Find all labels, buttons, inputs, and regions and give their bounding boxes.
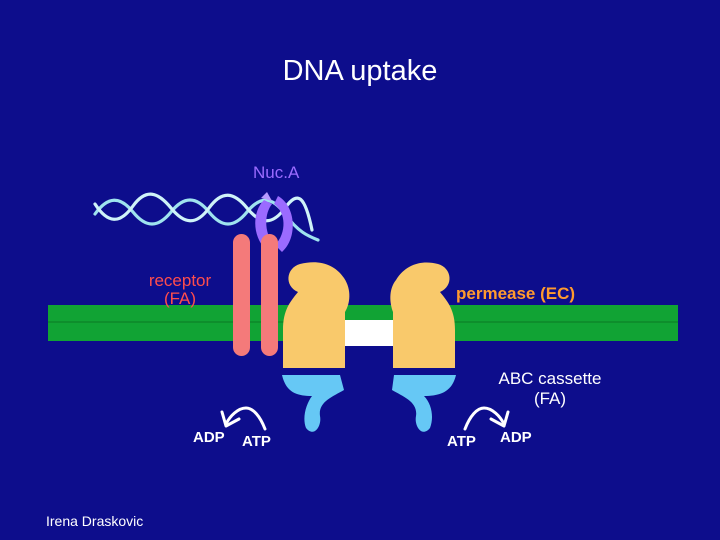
- permease-label: permease (EC): [456, 284, 576, 303]
- arrow-left-head: [220, 410, 241, 428]
- slide-title: DNA uptake: [282, 55, 438, 87]
- atp-label-right: ATP: [447, 433, 476, 450]
- abc-cassette-right: [392, 375, 456, 432]
- atp-arrows: [220, 406, 510, 431]
- adp-label-right: ADP: [500, 429, 532, 446]
- permease-subunit-left: [283, 262, 350, 368]
- receptor-helix-2: [261, 234, 278, 356]
- receptor-label: receptor (FA): [148, 271, 212, 308]
- abc-cassette-left: [282, 375, 344, 432]
- author-credit: Irena Draskovic: [46, 513, 144, 529]
- permease-subunit-right: [390, 262, 455, 368]
- atp-label-left: ATP: [242, 433, 271, 450]
- arrow-right: [463, 406, 506, 431]
- abc-cassette-protein: [282, 375, 456, 432]
- receptor-helix-1: [233, 234, 250, 356]
- receptor-protein: [233, 234, 278, 356]
- membrane: [48, 305, 678, 346]
- nuca-label: Nuc.A: [253, 163, 300, 182]
- arrow-left: [224, 406, 267, 431]
- adp-label-left: ADP: [193, 429, 225, 446]
- abc-cassette-label: ABC cassette (FA): [498, 369, 602, 408]
- permease-protein: [283, 262, 455, 368]
- arrow-right-head: [489, 410, 510, 428]
